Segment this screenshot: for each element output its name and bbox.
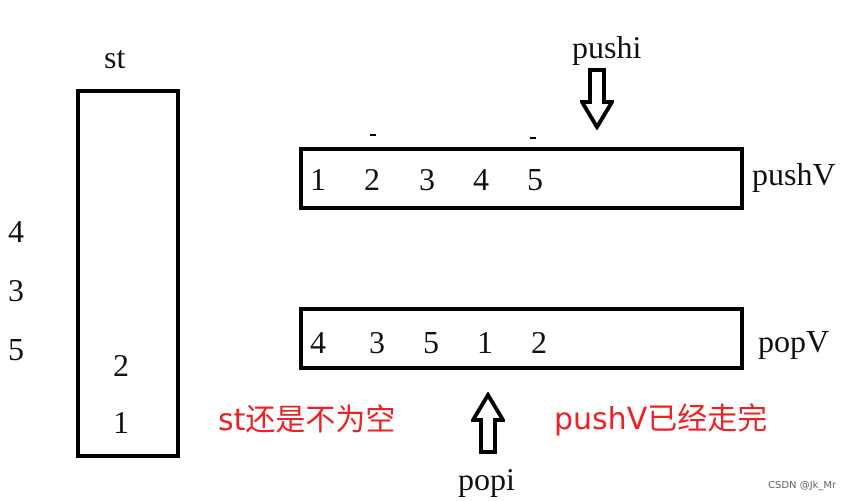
pushV-cell-5: 5	[527, 161, 543, 197]
popi-label: popi	[458, 461, 515, 497]
pushV-cell-4: 4	[473, 161, 489, 197]
stack-item-top: 2	[113, 347, 129, 383]
tick-mark	[530, 137, 536, 139]
watermark: CSDN @Jk_Mr	[768, 480, 837, 491]
pushV-box	[299, 147, 744, 210]
popV-box	[299, 307, 744, 370]
popi-up-arrow-icon	[471, 392, 505, 454]
pushV-cell-1: 1	[310, 161, 326, 197]
note-pushV-done: pushV已经走完	[554, 402, 768, 437]
popV-cell-3: 5	[423, 324, 439, 360]
pushV-cell-2: 2	[364, 161, 380, 197]
stack-label: st	[104, 39, 126, 75]
popV-cell-5: 2	[531, 324, 547, 360]
popped-value-3: 5	[8, 331, 24, 367]
popped-value-1: 4	[8, 213, 24, 249]
popV-cell-1: 4	[310, 324, 326, 360]
tick-mark	[370, 134, 376, 136]
pushV-cell-3: 3	[419, 161, 435, 197]
pushi-label: pushi	[572, 29, 642, 65]
stack-box	[76, 89, 180, 458]
note-stack-not-empty: st还是不为空	[218, 403, 396, 438]
popV-label: popV	[758, 323, 830, 359]
pushV-label: pushV	[752, 156, 836, 192]
pushi-down-arrow-icon	[580, 68, 614, 130]
popV-cell-4: 1	[477, 324, 493, 360]
popV-cell-2: 3	[369, 324, 385, 360]
popped-value-2: 3	[8, 272, 24, 308]
stack-item-bottom: 1	[113, 404, 129, 440]
